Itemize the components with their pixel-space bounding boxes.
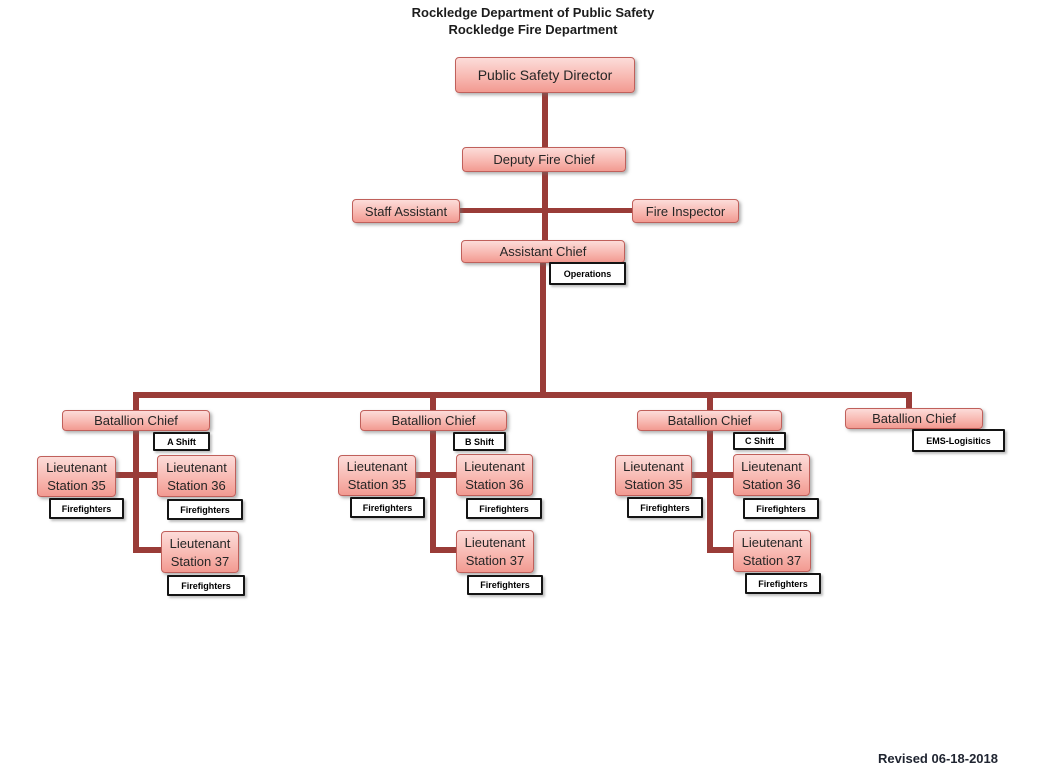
node-label: Deputy Fire Chief [493, 152, 595, 167]
connector-staff-inspector [459, 208, 633, 213]
node-lieutenant-a-station35: Lieutenant Station 35 [37, 456, 116, 497]
node-firefighters-b-station37: Firefighters [467, 575, 543, 595]
node-public-safety-director: Public Safety Director [455, 57, 635, 93]
connector-group-c-vertical [707, 430, 713, 553]
station-label: Station 36 [167, 477, 226, 493]
node-battalion-chief-c: Batallion Chief [637, 410, 782, 431]
connector-group-a-station37 [133, 547, 164, 553]
node-firefighters-c-station35: Firefighters [627, 497, 703, 518]
node-label: Firefighters [640, 502, 690, 513]
node-label: Public Safety Director [477, 67, 613, 83]
node-label: C Shift [745, 436, 774, 446]
rank-label: Lieutenant [464, 534, 526, 550]
rank-label: Lieutenant [166, 459, 227, 475]
node-lieutenant-b-station36: Lieutenant Station 36 [456, 454, 533, 496]
station-label: Station 37 [742, 552, 802, 568]
connector-drop-battalion-c [707, 392, 713, 411]
connector-director-deputy [542, 92, 548, 148]
node-label: Fire Inspector [645, 203, 726, 219]
node-label: Batallion Chief [667, 413, 752, 428]
node-label: Firefighters [362, 502, 413, 513]
node-shift-b: B Shift [453, 432, 506, 451]
node-battalion-chief-b: Batallion Chief [360, 410, 507, 431]
station-label: Station 37 [170, 553, 230, 569]
node-shift-c: C Shift [733, 432, 786, 450]
node-shift-a: A Shift [153, 432, 210, 451]
station-label: Station 36 [742, 476, 801, 492]
node-label: Firefighters [181, 580, 231, 591]
node-staff-assistant: Staff Assistant [352, 199, 460, 223]
node-shift-d-ems-logistics: EMS-Logisitics [912, 429, 1005, 452]
connector-group-a-stations [112, 472, 160, 478]
rank-label: Lieutenant [741, 534, 803, 550]
node-label: Firefighters [758, 578, 808, 589]
connector-assistant-main [540, 262, 546, 398]
node-firefighters-c-station36: Firefighters [743, 498, 819, 519]
chart-title: Rockledge Department of Public Safety Ro… [283, 4, 783, 38]
node-label: Firefighters [480, 580, 530, 590]
node-lieutenant-c-station35: Lieutenant Station 35 [615, 455, 692, 496]
node-label: Firefighters [180, 504, 230, 515]
node-lieutenant-c-station36: Lieutenant Station 36 [733, 454, 810, 496]
node-firefighters-a-station37: Firefighters [167, 575, 245, 596]
rank-label: Lieutenant [346, 459, 408, 475]
node-firefighters-a-station35: Firefighters [49, 498, 124, 519]
connector-drop-battalion-d [906, 392, 912, 409]
rank-label: Lieutenant [623, 459, 684, 475]
node-label: EMS-Logisitics [926, 435, 991, 446]
connector-drop-battalion-a [133, 392, 139, 411]
rank-label: Lieutenant [464, 458, 525, 474]
node-firefighters-a-station36: Firefighters [167, 499, 243, 520]
station-label: Station 35 [347, 476, 407, 492]
node-label: Operations [563, 268, 612, 279]
connector-group-a-vertical [133, 430, 139, 553]
chart-title-line1: Rockledge Department of Public Safety [411, 5, 655, 20]
connector-group-c-station37 [707, 547, 736, 553]
rank-label: Lieutenant [169, 535, 231, 551]
connector-group-b-stations [413, 472, 459, 478]
node-label: Assistant Chief [499, 244, 587, 259]
node-lieutenant-b-station35: Lieutenant Station 35 [338, 455, 416, 496]
node-battalion-chief-a: Batallion Chief [62, 410, 210, 431]
station-label: Station 35 [624, 476, 683, 492]
station-label: Station 37 [465, 553, 525, 569]
node-fire-inspector: Fire Inspector [632, 199, 739, 223]
station-label: Station 36 [465, 476, 524, 492]
node-label: Firefighters [479, 503, 529, 514]
node-label: Firefighters [756, 503, 806, 514]
node-battalion-chief-d: Batallion Chief [845, 408, 983, 429]
connector-main-horizontal [133, 392, 912, 398]
connector-drop-battalion-b [430, 392, 436, 411]
node-firefighters-c-station37: Firefighters [745, 573, 821, 594]
node-lieutenant-a-station37: Lieutenant Station 37 [161, 531, 239, 573]
node-firefighters-b-station36: Firefighters [466, 498, 542, 519]
rank-label: Lieutenant [46, 460, 107, 476]
node-label: B Shift [465, 436, 494, 447]
node-assistant-chief: Assistant Chief [461, 240, 625, 263]
node-label: Batallion Chief [391, 413, 476, 428]
connector-group-b-station37 [430, 547, 459, 553]
rank-label: Lieutenant [741, 458, 802, 474]
node-operations-label: Operations [549, 262, 626, 285]
node-label: Firefighters [61, 503, 112, 514]
node-label: A Shift [167, 436, 196, 447]
node-deputy-fire-chief: Deputy Fire Chief [462, 147, 626, 172]
node-lieutenant-c-station37: Lieutenant Station 37 [733, 530, 811, 572]
chart-title-line2: Rockledge Fire Department [448, 22, 618, 37]
node-label: Batallion Chief [94, 413, 178, 428]
node-lieutenant-b-station37: Lieutenant Station 37 [456, 530, 534, 573]
revised-date: Revised 06-18-2018 [878, 751, 998, 766]
node-label: Batallion Chief [872, 411, 956, 426]
station-label: Station 35 [47, 477, 106, 493]
connector-group-c-stations [690, 472, 736, 478]
node-firefighters-b-station35: Firefighters [350, 497, 425, 518]
node-lieutenant-a-station36: Lieutenant Station 36 [157, 455, 236, 497]
connector-group-b-vertical [430, 430, 436, 553]
connector-deputy-assistant [542, 171, 548, 241]
node-label: Staff Assistant [364, 203, 448, 219]
